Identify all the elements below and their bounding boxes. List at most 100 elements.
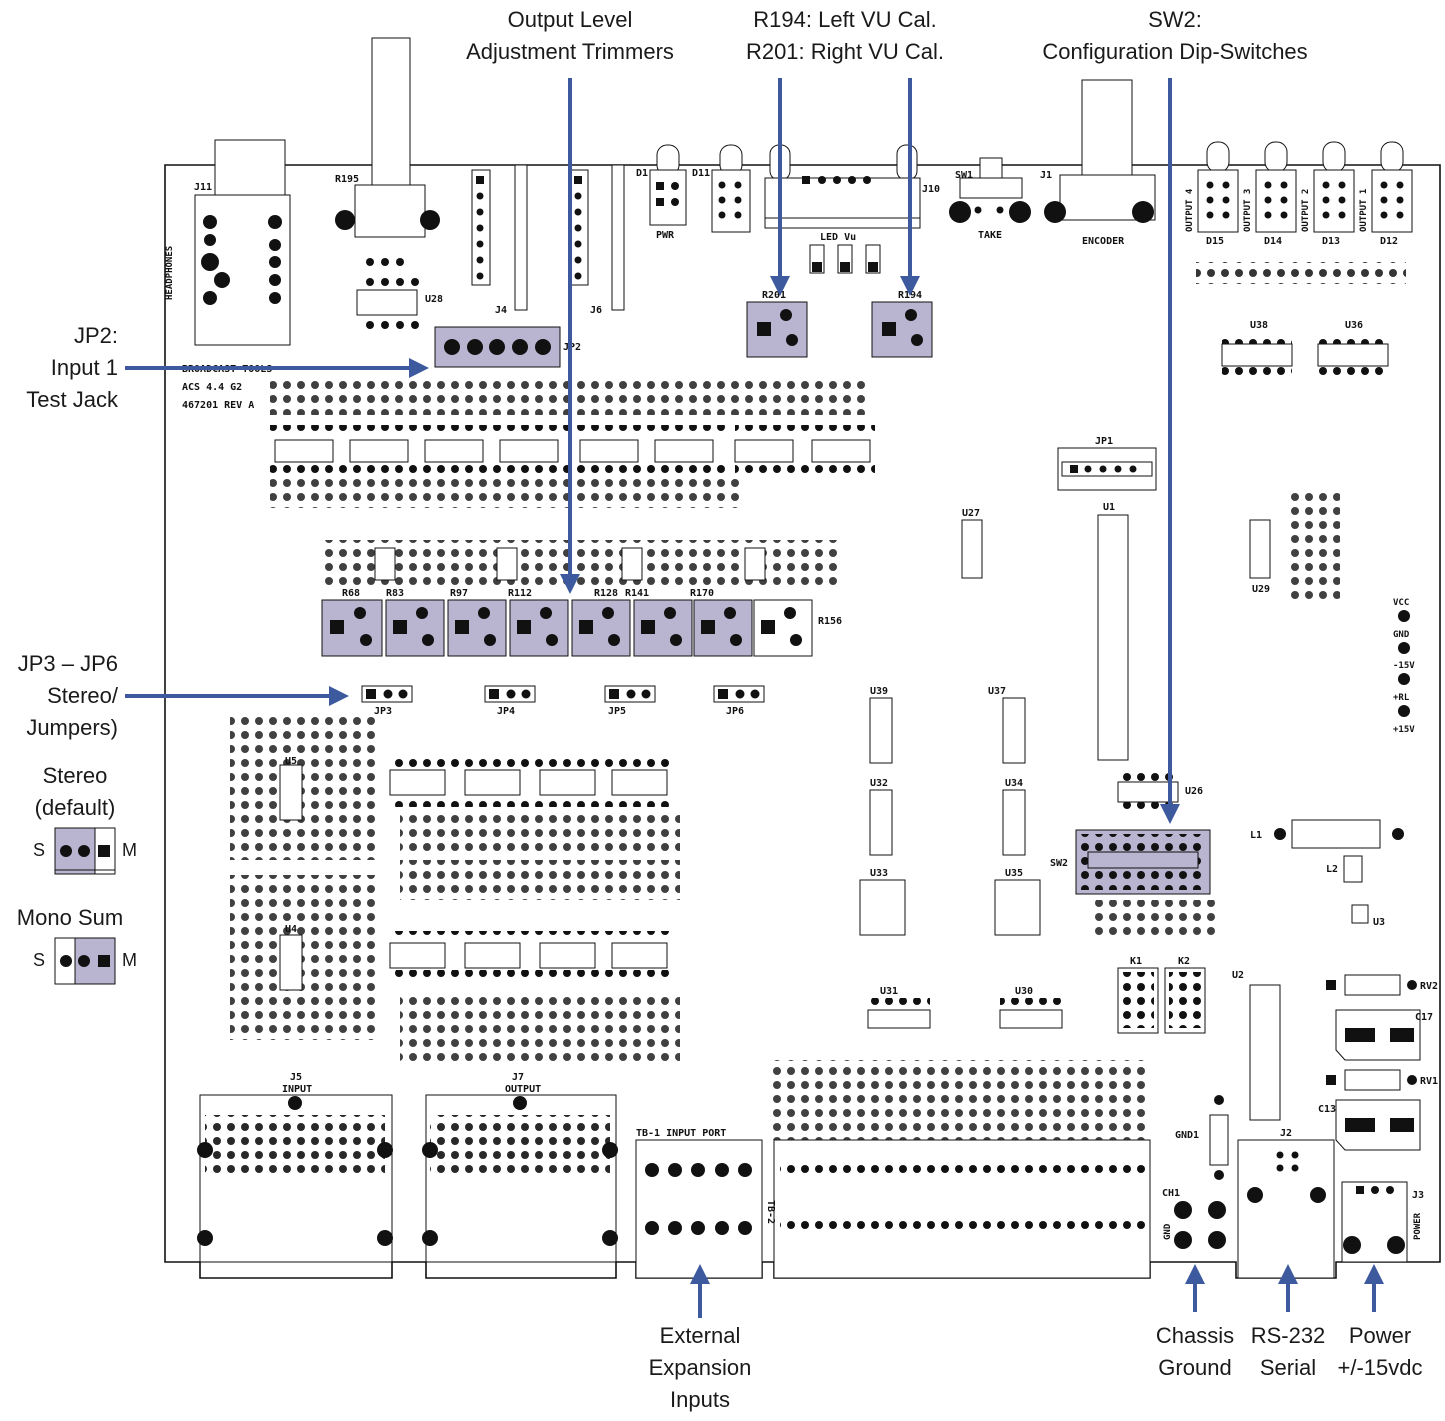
- callout-jp3-jp6: JP3 – JP6 Stereo/ Jumpers): [0, 648, 118, 744]
- callout-stereo-line1: Stereo: [42, 763, 108, 788]
- power-test-pins: VCC GND -15V +RL +15V: [1393, 598, 1415, 735]
- led-d11: D11: [692, 144, 751, 233]
- u37-label: U37: [988, 686, 1006, 697]
- callout-stereo-line2: (default): [34, 795, 116, 820]
- u1-label: U1: [1103, 502, 1115, 513]
- chips-right-middle: U39 U32 U33 U37 U34 U35 U31 U30: [859, 686, 1063, 1029]
- chip-u38: U38: [1221, 320, 1293, 376]
- trimmer-label-r97: R97: [450, 588, 468, 599]
- j1-label: J1: [1040, 170, 1052, 181]
- gnd-pin-label: GND: [1393, 630, 1410, 640]
- callout-mono-line1: Mono Sum: [16, 905, 124, 930]
- callout-power-line1: Power: [1348, 1323, 1412, 1348]
- trimmer-label-r83: R83: [386, 588, 404, 599]
- mono-m-label: M: [122, 950, 137, 970]
- encoder-label: ENCODER: [1082, 236, 1125, 247]
- inductors: L1 L2 U3: [1250, 819, 1404, 928]
- led-d1-pwr: D1 PWR: [636, 144, 687, 241]
- chip-u2: U2: [1232, 970, 1281, 1121]
- j2-label: J2: [1280, 1128, 1292, 1139]
- led-vu-label: LED Vu: [820, 232, 856, 243]
- callout-jp2-line2: Input 1: [50, 355, 118, 380]
- d12-label: D12: [1380, 236, 1398, 247]
- connector-j7: J7 OUTPUT: [422, 1072, 618, 1263]
- header-j4: J4: [471, 164, 528, 316]
- trimmer-label-r128: R128: [594, 588, 618, 599]
- callout-vu-cal-line1: R194: Left VU Cal.: [753, 7, 937, 32]
- j3-label: J3: [1412, 1190, 1424, 1201]
- callout-jp2-line1: JP2:: [73, 323, 118, 348]
- callout-sw2-line1: SW2:: [1148, 7, 1202, 32]
- gnd-label: GND: [1163, 1223, 1173, 1240]
- j11-label: J11: [194, 182, 212, 193]
- headphones-label: HEADPHONES: [165, 246, 175, 300]
- callout-output-level-line2: Adjustment Trimmers: [466, 39, 674, 64]
- callout-jp3-line1: JP3 – JP6: [17, 651, 118, 676]
- callout-stereo: Stereo (default): [20, 760, 130, 824]
- header-j6: J6: [569, 164, 625, 316]
- u36-label: U36: [1345, 320, 1363, 331]
- callout-external-line3: Inputs: [670, 1387, 730, 1412]
- callout-power: Power +/-15vdc: [1330, 1320, 1430, 1384]
- trimmer-label-r68: R68: [342, 588, 360, 599]
- tb2-label: TB-2: [765, 1200, 776, 1224]
- encoder-j1: J1 ENCODER: [1040, 79, 1156, 247]
- stereo-s-label: S: [33, 840, 46, 860]
- callout-rs232: RS-232 Serial: [1243, 1320, 1333, 1384]
- output-1-label: OUTPUT 1: [1359, 189, 1369, 232]
- jp5-label: JP5: [608, 706, 626, 717]
- j7-label: J7: [512, 1072, 524, 1083]
- d15-label: D15: [1206, 236, 1224, 247]
- callout-arrows: [125, 78, 1384, 1318]
- d13-label: D13: [1322, 236, 1340, 247]
- callout-output-level: Output Level Adjustment Trimmers: [460, 4, 680, 68]
- output-leds: OUTPUT 4 D15 OUTPUT 3 D14 OUTPUT 2 D13 O…: [1185, 141, 1413, 247]
- trimmer-label-r141: R141: [625, 588, 649, 599]
- pot-r195: R195: [335, 37, 440, 266]
- d14-label: D14: [1264, 236, 1282, 247]
- c13-label: C13: [1318, 1104, 1336, 1115]
- model-text: ACS 4.4 G2: [182, 382, 242, 393]
- j7-output-label: OUTPUT: [505, 1084, 541, 1095]
- callout-vu-cal-line2: R201: Right VU Cal.: [745, 39, 945, 64]
- chip-row-low: U4: [279, 924, 670, 991]
- rl-label: +RL: [1393, 693, 1410, 703]
- j5-label: J5: [290, 1072, 302, 1083]
- opamp-row-1: [270, 425, 875, 475]
- callout-external-line1: External: [659, 1323, 741, 1348]
- header-jp1: JP1: [1057, 436, 1157, 491]
- jp3-label: JP3: [374, 706, 392, 717]
- trimmer-label-r170: R170: [690, 588, 714, 599]
- output-2-label: OUTPUT 2: [1301, 189, 1311, 232]
- u31-label: U31: [880, 986, 898, 997]
- trimmer-label-r156: R156: [818, 616, 842, 627]
- jp2-test-jack: JP2: [434, 326, 581, 368]
- callout-power-line2: +/-15vdc: [1337, 1355, 1423, 1380]
- u27-label: U27: [962, 508, 980, 519]
- j6-label: J6: [590, 305, 602, 316]
- pos15v-label: +15V: [1393, 725, 1415, 735]
- trimmer-label-r112: R112: [508, 588, 532, 599]
- output-led-4: OUTPUT 4 D15: [1185, 141, 1239, 247]
- jumpers-jp3-jp6: JP3 JP4 JP5 JP6: [361, 685, 765, 717]
- terminal-block-tb1: TB-1 INPUT PORT: [635, 1128, 763, 1279]
- vcc-label: VCC: [1393, 598, 1409, 608]
- output-led-2: OUTPUT 2 D13: [1301, 141, 1355, 247]
- jp1-label: JP1: [1095, 436, 1113, 447]
- r195-label: R195: [335, 174, 359, 185]
- callout-chassis-line1: Chassis: [1155, 1323, 1235, 1348]
- l2-label: L2: [1326, 864, 1338, 875]
- terminal-block-tb2: TB-2: [765, 1139, 1151, 1279]
- relays: K1 K2: [1117, 956, 1206, 1034]
- callout-mono-sum: Mono Sum: [5, 902, 135, 934]
- connector-j5: J5 INPUT: [197, 1072, 393, 1263]
- callout-rs232-line1: RS-232: [1250, 1323, 1326, 1348]
- rv1-label: RV1: [1420, 1076, 1438, 1087]
- d1-label: D1: [636, 168, 648, 179]
- output-led-3: OUTPUT 3 D14: [1243, 141, 1297, 247]
- j10-label: J10: [922, 184, 940, 195]
- callout-jp2-line3: Test Jack: [26, 387, 118, 412]
- r201-label: R201: [762, 290, 786, 301]
- callout-sw2-line2: Configuration Dip-Switches: [1042, 39, 1308, 64]
